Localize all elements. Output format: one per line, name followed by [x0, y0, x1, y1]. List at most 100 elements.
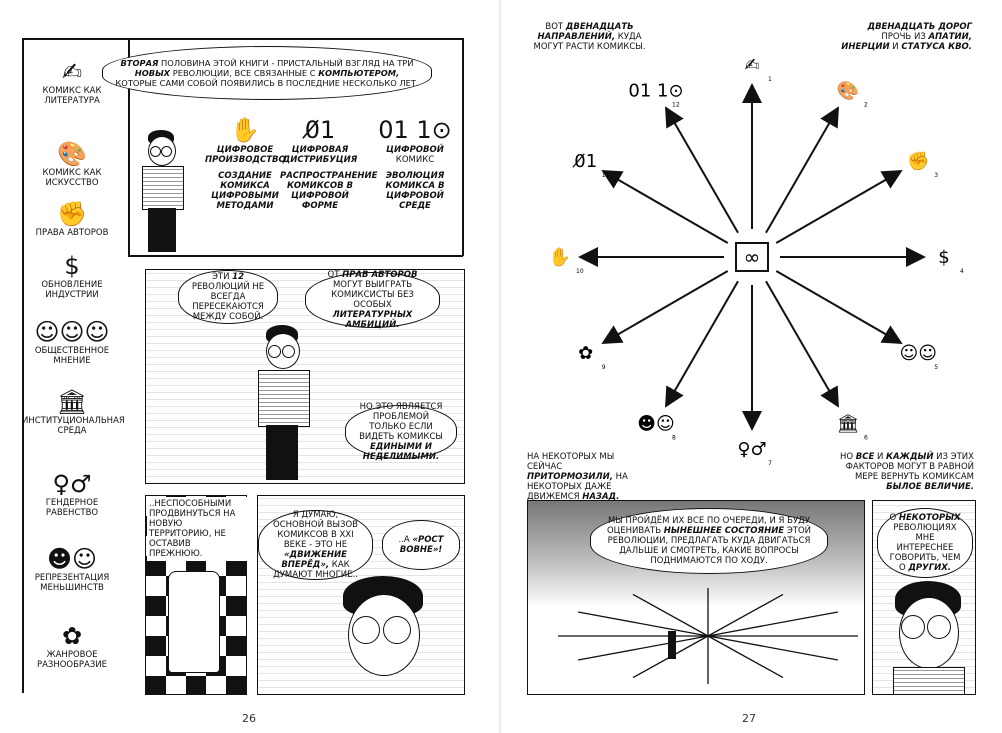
- perspective-arrow: [707, 593, 784, 637]
- speech-bubble-12-revolutions: ЭТИ 12 РЕВОЛЮЦИЙ НЕ ВСЕГДА ПЕРЕСЕКАЮТСЯ …: [178, 270, 278, 324]
- speech-bubble-author-rights: ОТ ПРАВ АВТОРОВ МОГУТ ВЫИГРАТЬ КОМИКСИСТ…: [305, 270, 440, 330]
- revolution-title: ЦИФРОВОЙ: [386, 145, 444, 155]
- perspective-arrow: [577, 635, 709, 661]
- caption-unable-to-advance: ..НЕСПОСОБНЫМИ ПРОДВИНУТЬСЯ НА НОВУЮ ТЕР…: [147, 497, 247, 561]
- writing-hand-icon: ✍: [744, 55, 759, 76]
- faces-icon: ☺☺☺: [34, 318, 110, 346]
- direction-number: 4: [960, 268, 964, 275]
- narrator-closeup: [893, 581, 973, 694]
- sidebar-item-label: ПРАВА АВТОРОВ: [35, 228, 109, 238]
- direction-number: 12: [672, 102, 680, 109]
- perspective-arrow: [707, 635, 784, 679]
- direction-number: 9: [602, 364, 606, 371]
- direction-arrow: [775, 270, 903, 345]
- speech-bubble-we-will-go: МЫ ПРОЙДЁМ ИХ ВСЕ ПО ОЧЕРЕДИ, И Я БУДУ О…: [590, 508, 828, 574]
- gender-icon: ♀♂: [737, 439, 766, 460]
- speech-bubble-main-challenge: Я ДУМАЮ, ОСНОВНОЙ ВЫЗОВ КОМИКСОВ В XXI В…: [258, 510, 373, 580]
- dollar-icon: $: [64, 252, 80, 280]
- genre-icon: ✿: [578, 343, 593, 364]
- sidebar-item-label: КОМИКС КАК ЛИТЕРАТУРА: [42, 86, 102, 106]
- center-comic-box: [735, 242, 769, 272]
- direction-arrow: [664, 106, 739, 234]
- revolution-description: ЭВОЛЮЦИЯ КОМИКСА В ЦИФРОВОЙ СРЕДЕ: [385, 171, 445, 211]
- speech-bubble-grow-outward: ..А «РОСТ ВОВНЕ»!: [382, 520, 460, 570]
- sidebar-item: ☻☺РЕПРЕЗЕНТАЦИЯ МЕНЬШИНСТВ: [22, 545, 122, 593]
- direction-number: 11: [602, 172, 610, 179]
- column-icon: 🏛: [837, 413, 860, 434]
- narrator-figure: [140, 130, 200, 255]
- revolution-title: ЦИФРОВОЕ ПРОИЗВОДСТВО: [205, 145, 286, 165]
- intro-speech-bubble: ВТОРАЯ ПОЛОВИНА ЭТОЙ КНИГИ - ПРИСТАЛЬНЫЙ…: [102, 46, 432, 100]
- bolt-hand-icon: ✋: [230, 116, 260, 144]
- speech-bubble-indivisible: НО ЭТО ЯВЛЯЕТСЯ ПРОБЛЕМОЙ ТОЛЬКО ЕСЛИ ВИ…: [345, 402, 457, 462]
- direction-arrow: [601, 270, 729, 345]
- bolt-hand-icon: ✋: [549, 246, 571, 268]
- direction-number: 2: [864, 102, 868, 109]
- revolution-title: ЦИФРОВАЯ ДИСТРИБУЦИЯ: [282, 145, 358, 165]
- sidebar-item: $ОБНОВЛЕНИЕ ИНДУСТРИИ: [22, 252, 122, 300]
- fist-pen-icon: ✊: [57, 200, 87, 228]
- genre-icon: ✿: [61, 622, 83, 650]
- page-number: 27: [742, 712, 756, 725]
- page-number: 26: [242, 712, 256, 725]
- sidebar-item: 🎨КОМИКС КАК ИСКУССТВО: [22, 140, 122, 188]
- direction-number: 5: [934, 364, 938, 371]
- book-gutter: [499, 0, 503, 733]
- binary-icon: 01 1⊙: [378, 116, 452, 144]
- direction-arrow: [765, 280, 840, 408]
- revolution-description: СОЗДАНИЕ КОМИКСА ЦИФРОВЫМИ МЕТОДАМИ: [211, 171, 279, 211]
- sidebar-item-label: КОМИКС КАК ИСКУССТВО: [42, 168, 102, 188]
- left-page: ✍КОМИКС КАК ЛИТЕРАТУРА 🎨КОМИКС КАК ИСКУСС…: [0, 0, 500, 733]
- sidebar-item: ✍КОМИКС КАК ЛИТЕРАТУРА: [22, 58, 122, 106]
- perspective-arrow: [707, 635, 839, 661]
- column-icon: 🏛: [56, 388, 88, 416]
- binary-icon: 01 1⊙: [628, 81, 683, 102]
- sidebar-item-label: ОБНОВЛЕНИЕ ИНДУСТРИИ: [41, 280, 103, 300]
- caption-twelve-directions: ВОТ ДВЕНАДЦАТЬ НАПРАВЛЕНИЙ, КУДА МОГУТ Р…: [533, 22, 646, 52]
- direction-number: 7: [768, 460, 772, 467]
- rook-piece: [168, 571, 220, 673]
- sidebar-item-label: ОБЩЕСТВЕННОЕ МНЕНИЕ: [34, 346, 110, 366]
- direction-number: 8: [672, 434, 676, 441]
- caption-former-glory: НО ВСЕ И КАЖДЫЙ ИЗ ЭТИХ ФАКТОРОВ МОГУТ В…: [839, 452, 974, 492]
- perspective-arrow: [577, 611, 709, 637]
- perspective-arrow: [632, 593, 709, 637]
- perspective-arrow: [707, 611, 839, 637]
- sidebar-item: ♀♂ГЕНДЕРНОЕ РАВЕНСТВО: [22, 470, 122, 518]
- foot-binary-icon: 0̸1: [304, 116, 336, 144]
- narrator-closeup: [338, 576, 448, 694]
- faces-icon: ☺☺: [900, 343, 938, 364]
- palette-icon: 🎨: [57, 140, 87, 168]
- sidebar-item-label: ГЕНДЕРНОЕ РАВЕНСТВО: [45, 498, 99, 518]
- foot-binary-icon: 0̸1: [572, 151, 597, 172]
- caption-slowed-down: НА НЕКОТОРЫХ МЫ СЕЙЧАС ПРИТОРМОЗИЛИ, НА …: [527, 452, 628, 502]
- direction-number: 3: [934, 172, 938, 179]
- fist-pen-icon: ✊: [907, 151, 929, 172]
- palette-icon: 🎨: [837, 80, 859, 102]
- writing-hand-icon: ✍: [61, 58, 83, 86]
- right-page: ВОТ ДВЕНАДЦАТЬ НАПРАВЛЕНИЙ, КУДА МОГУТ Р…: [502, 0, 1002, 733]
- narrator-figure: [256, 325, 316, 480]
- direction-number: 1: [768, 76, 772, 83]
- direction-arrow: [664, 280, 739, 408]
- revolution-title-suffix: КОМИКС: [395, 155, 435, 165]
- minority-faces-icon: ☻☺: [46, 545, 98, 573]
- infinity-icon: ∞: [744, 245, 761, 269]
- revolution-description: РАСПРОСТРАНЕНИЕ КОМИКСОВ В ЦИФРОВОЙ ФОРМ…: [280, 171, 378, 211]
- direction-number: 6: [864, 434, 868, 441]
- sidebar-item: ✊ПРАВА АВТОРОВ: [22, 200, 122, 238]
- sidebar-item: ✿ЖАНРОВОЕ РАЗНООБРАЗИЕ: [22, 622, 122, 670]
- direction-arrow: [765, 106, 840, 234]
- narrator-small-figure: [668, 631, 676, 659]
- dollar-icon: $: [938, 247, 949, 268]
- sidebar-item-label: ЖАНРОВОЕ РАЗНООБРАЗИЕ: [36, 650, 108, 670]
- gender-icon: ♀♂: [52, 470, 92, 498]
- direction-arrow: [601, 169, 729, 244]
- speech-bubble-more-interesting: О НЕКОТОРЫХ РЕВОЛЮЦИЯХ МНЕ ИНТЕРЕСНЕЕ ГО…: [877, 508, 973, 578]
- sidebar-item: ☺☺☺ОБЩЕСТВЕННОЕ МНЕНИЕ: [22, 318, 122, 366]
- revolution-column: ✋ЦИФРОВОЕ ПРОИЗВОДСТВО СОЗДАНИЕ КОМИКСА Ц…: [205, 115, 286, 211]
- caption-twelve-roads: ДВЕНАДЦАТЬ ДОРОГ ПРОЧЬ ИЗ АПАТИИ, ИНЕРЦИ…: [841, 22, 972, 52]
